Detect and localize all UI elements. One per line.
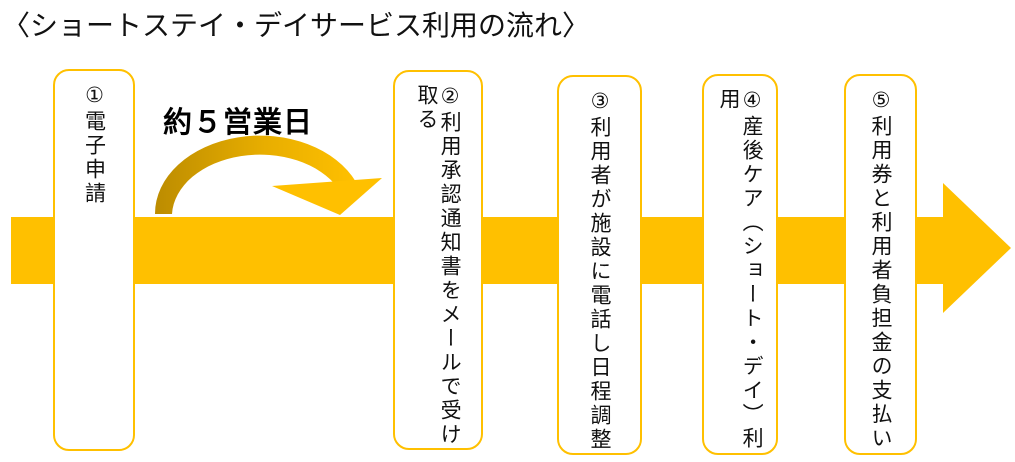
step-label-5: ⑤利用券と利用者負担金の支払い bbox=[869, 88, 894, 451]
step-label-2: ②利用承認通知書をメールで受け取る bbox=[415, 84, 463, 447]
page-title: 〈ショートステイ・デイサービス利用の流れ〉 bbox=[2, 9, 591, 42]
step-label-1: ①電子申請 bbox=[82, 83, 107, 206]
timeline-arrow-head-icon bbox=[943, 183, 1011, 313]
step-label-3: ③利用者が施設に電話し日程調整 bbox=[588, 89, 613, 452]
step-box-2: ②利用承認通知書をメールで受け取る bbox=[393, 70, 483, 450]
step-label-4: ④産後ケア（ショート・デイ）利用 bbox=[717, 88, 765, 451]
curved-arrow-icon bbox=[154, 135, 382, 215]
step-box-4: ④産後ケア（ショート・デイ）利用 bbox=[702, 74, 778, 455]
duration-label: 約５営業日 bbox=[163, 105, 314, 139]
step-box-5: ⑤利用券と利用者負担金の支払い bbox=[844, 74, 917, 455]
step-box-3: ③利用者が施設に電話し日程調整 bbox=[557, 75, 642, 455]
step-box-1: ①電子申請 bbox=[53, 69, 135, 451]
